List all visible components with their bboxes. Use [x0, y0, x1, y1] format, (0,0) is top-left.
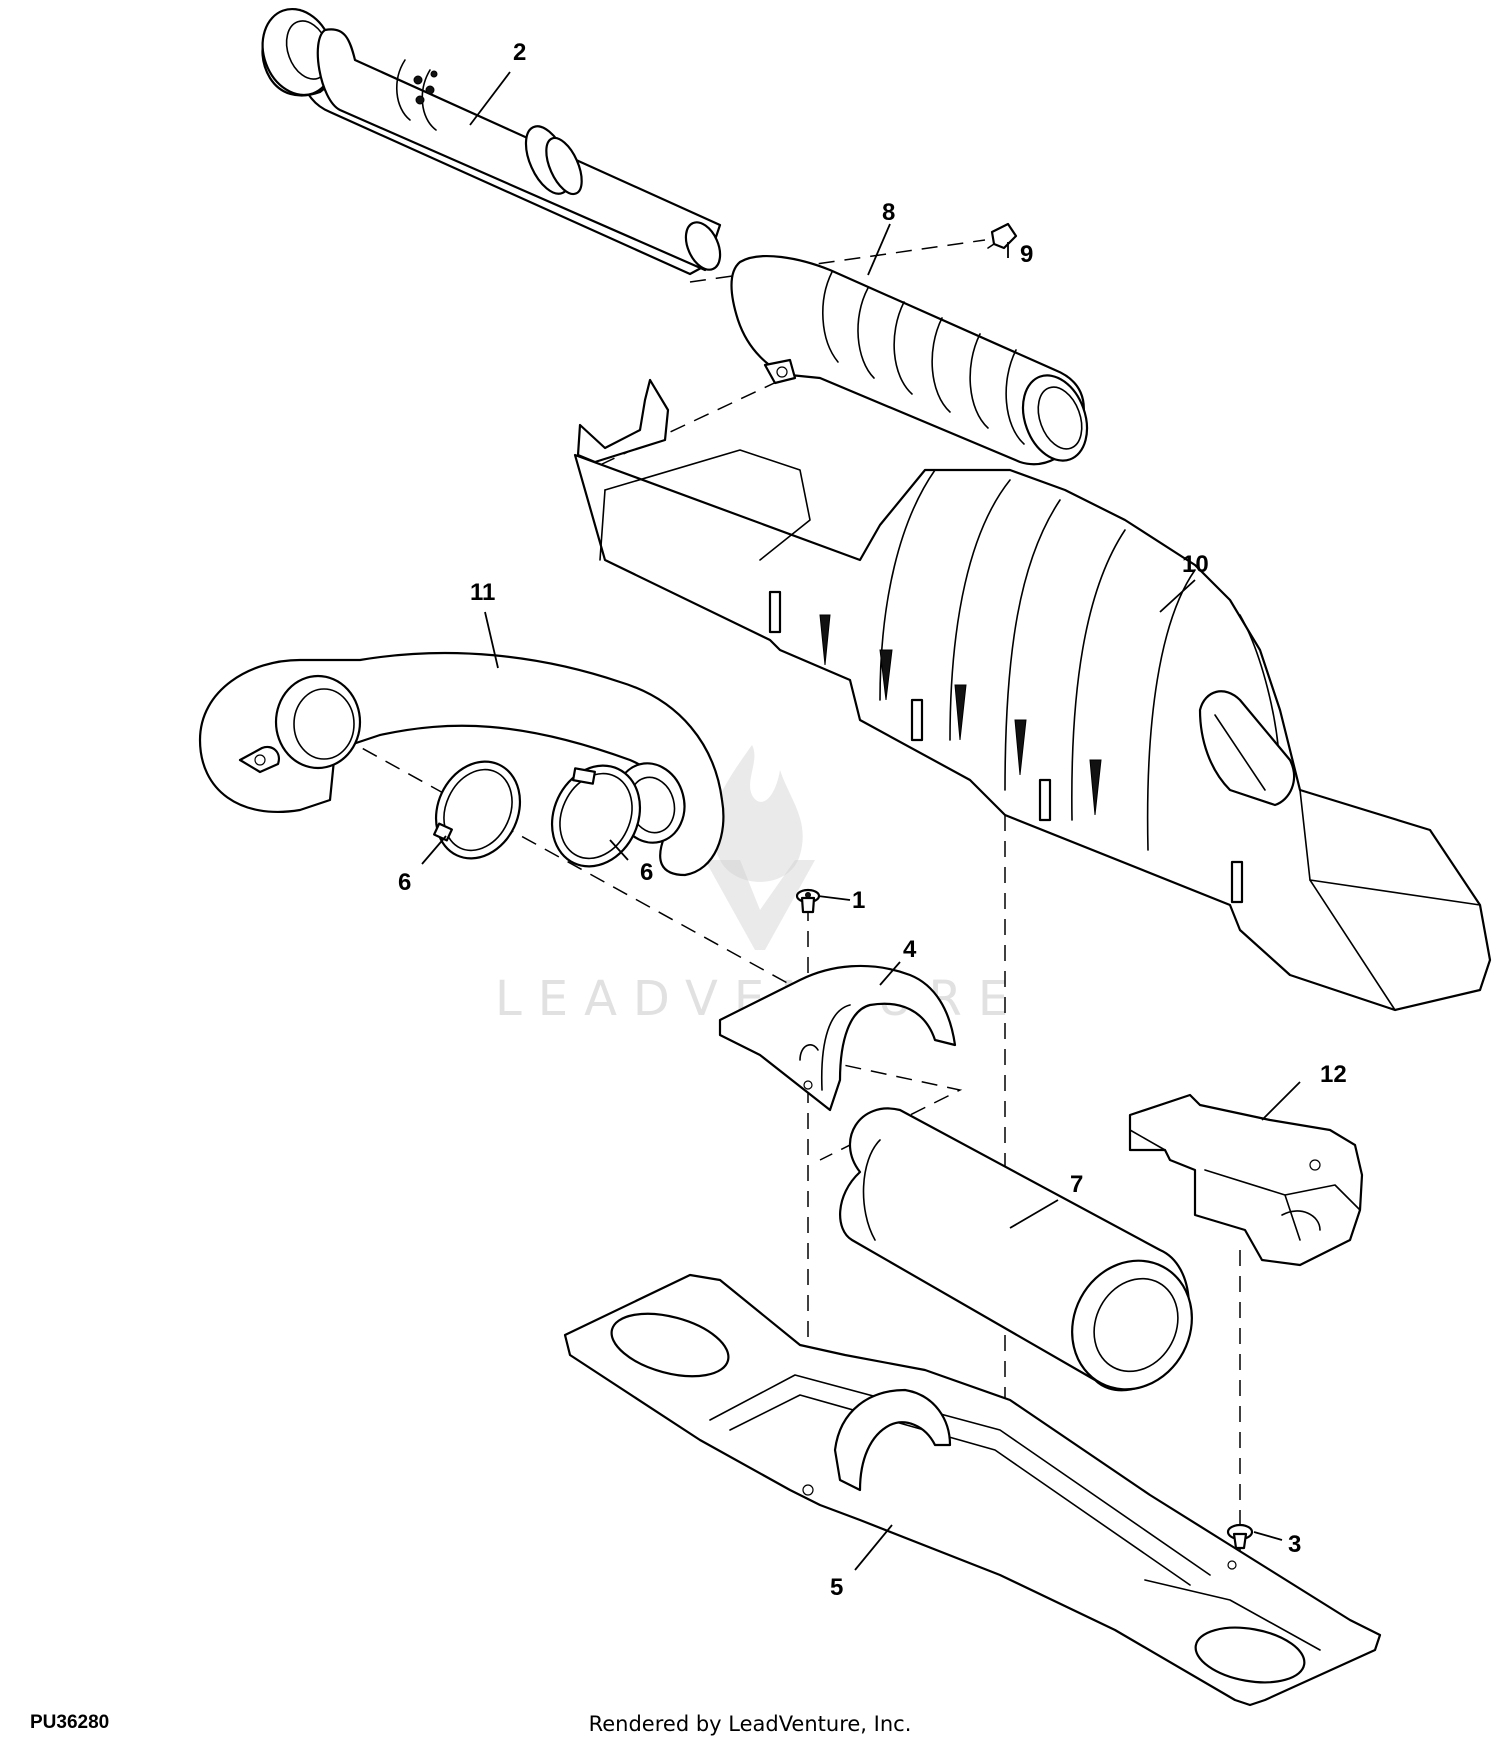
callout-6-right: 6 — [640, 859, 653, 886]
callout-leaders — [421, 71, 1301, 1571]
part-lower-tray — [563, 1273, 1382, 1707]
callout-6-left: 6 — [398, 869, 411, 896]
part-ribbed-hose — [730, 255, 1089, 466]
part-screw-9 — [987, 222, 1018, 250]
callout-10: 10 — [1182, 551, 1209, 578]
callout-2: 2 — [513, 39, 526, 66]
callout-4: 4 — [903, 936, 917, 963]
callout-11: 11 — [470, 579, 495, 606]
part-intake-tube — [261, 7, 722, 276]
part-push-pin — [1226, 1523, 1254, 1550]
part-bracket — [1128, 1093, 1364, 1267]
callout-5: 5 — [830, 1574, 843, 1601]
watermark-flame-icon — [711, 745, 803, 882]
callout-labels: 1 2 3 4 5 6 6 7 8 9 10 11 12 — [398, 39, 1347, 1601]
part-air-cleaner-housing — [573, 378, 1492, 1012]
part-screw-1 — [795, 888, 821, 914]
callout-12: 12 — [1320, 1061, 1347, 1088]
footer-credit: Rendered by LeadVenture, Inc. — [588, 1712, 912, 1736]
part-hose-clamp-right — [550, 764, 642, 868]
part-hose-clamp-left — [433, 760, 522, 860]
part-filter-element — [839, 1107, 1193, 1392]
callout-3: 3 — [1288, 1531, 1301, 1558]
callout-7: 7 — [1070, 1171, 1083, 1198]
watermark-v-icon — [705, 860, 815, 950]
callout-1: 1 — [852, 887, 865, 914]
part-half-shell-cover — [718, 964, 957, 1112]
callout-9: 9 — [1020, 241, 1033, 268]
drawing-id-label: PU36280 — [30, 1712, 110, 1733]
callout-8: 8 — [882, 199, 895, 226]
